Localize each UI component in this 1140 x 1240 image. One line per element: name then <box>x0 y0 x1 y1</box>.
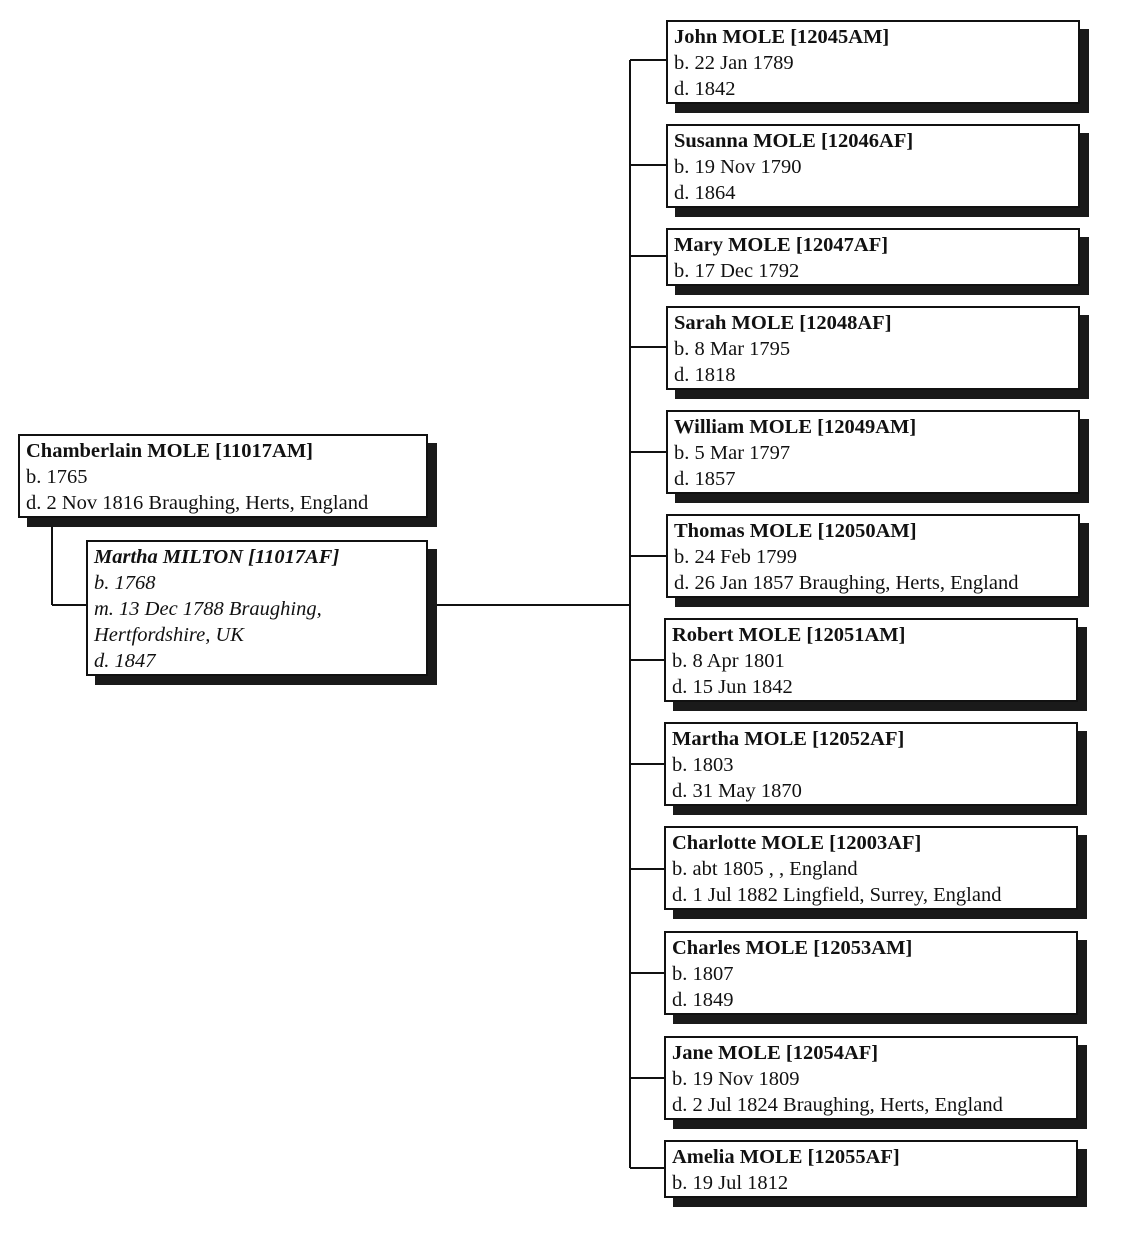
child-card: Jane MOLE [12054AF] b. 19 Nov 1809 d. 2 … <box>664 1036 1078 1120</box>
mother-birth: b. 1768 <box>94 572 156 594</box>
child-birth: b. 1807 <box>672 963 734 985</box>
mother-marriage: m. 13 Dec 1788 Braughing, <box>94 598 322 620</box>
child-death: d. 1864 <box>674 182 736 204</box>
child-card: William MOLE [12049AM] b. 5 Mar 1797 d. … <box>666 410 1080 494</box>
child-name: Susanna MOLE [12046AF] <box>674 130 914 152</box>
child-death: d. 1857 <box>674 468 736 490</box>
child-death: d. 31 May 1870 <box>672 780 802 802</box>
child-card: John MOLE [12045AM] b. 22 Jan 1789 d. 18… <box>666 20 1080 104</box>
child-name: Thomas MOLE [12050AM] <box>674 520 917 542</box>
child-name: Amelia MOLE [12055AF] <box>672 1146 900 1168</box>
child-birth: b. 8 Apr 1801 <box>672 650 785 672</box>
child-birth: b. 24 Feb 1799 <box>674 546 797 568</box>
child-birth: b. 5 Mar 1797 <box>674 442 791 464</box>
child-death: d. 1818 <box>674 364 736 386</box>
child-birth: b. 22 Jan 1789 <box>674 52 794 74</box>
child-death: d. 1 Jul 1882 Lingfield, Surrey, England <box>672 884 1002 906</box>
child-birth: b. 19 Jul 1812 <box>672 1172 789 1194</box>
child-birth: b. 17 Dec 1792 <box>674 260 800 282</box>
child-card: Charlotte MOLE [12003AF] b. abt 1805 , ,… <box>664 826 1078 910</box>
child-name: William MOLE [12049AM] <box>674 416 917 438</box>
child-death: d. 2 Jul 1824 Braughing, Herts, England <box>672 1094 1003 1116</box>
child-name: John MOLE [12045AM] <box>674 26 890 48</box>
child-name: Mary MOLE [12047AF] <box>674 234 889 256</box>
child-name: Sarah MOLE [12048AF] <box>674 312 892 334</box>
child-name: Charlotte MOLE [12003AF] <box>672 832 922 854</box>
child-name: Martha MOLE [12052AF] <box>672 728 905 750</box>
child-name: Robert MOLE [12051AM] <box>672 624 906 646</box>
child-card: Thomas MOLE [12050AM] b. 24 Feb 1799 d. … <box>666 514 1080 598</box>
mother-card: Martha MILTON [11017AF] b. 1768 m. 13 De… <box>86 540 428 676</box>
child-card: Charles MOLE [12053AM] b. 1807 d. 1849 <box>664 931 1078 1015</box>
child-card: Robert MOLE [12051AM] b. 8 Apr 1801 d. 1… <box>664 618 1078 702</box>
child-card: Mary MOLE [12047AF] b. 17 Dec 1792 <box>666 228 1080 286</box>
mother-death: d. 1847 <box>94 650 156 672</box>
child-card: Sarah MOLE [12048AF] b. 8 Mar 1795 d. 18… <box>666 306 1080 390</box>
child-birth: b. 8 Mar 1795 <box>674 338 791 360</box>
father-death: d. 2 Nov 1816 Braughing, Herts, England <box>26 492 369 514</box>
child-birth: b. 19 Nov 1790 <box>674 156 802 178</box>
child-birth: b. abt 1805 , , England <box>672 858 858 880</box>
child-name: Charles MOLE [12053AM] <box>672 937 913 959</box>
mother-name: Martha MILTON [11017AF] <box>94 546 340 568</box>
child-card: Susanna MOLE [12046AF] b. 19 Nov 1790 d.… <box>666 124 1080 208</box>
child-card: Amelia MOLE [12055AF] b. 19 Jul 1812 <box>664 1140 1078 1198</box>
child-death: d. 26 Jan 1857 Braughing, Herts, England <box>674 572 1019 594</box>
child-death: d. 1849 <box>672 989 734 1011</box>
father-birth: b. 1765 <box>26 466 88 488</box>
child-birth: b. 1803 <box>672 754 734 776</box>
child-birth: b. 19 Nov 1809 <box>672 1068 800 1090</box>
father-name: Chamberlain MOLE [11017AM] <box>26 440 313 462</box>
father-card: Chamberlain MOLE [11017AM] b. 1765 d. 2 … <box>18 434 428 518</box>
child-death: d. 15 Jun 1842 <box>672 676 793 698</box>
child-card: Martha MOLE [12052AF] b. 1803 d. 31 May … <box>664 722 1078 806</box>
mother-marriage-place: Hertfordshire, UK <box>94 624 244 646</box>
child-death: d. 1842 <box>674 78 736 100</box>
child-name: Jane MOLE [12054AF] <box>672 1042 879 1064</box>
